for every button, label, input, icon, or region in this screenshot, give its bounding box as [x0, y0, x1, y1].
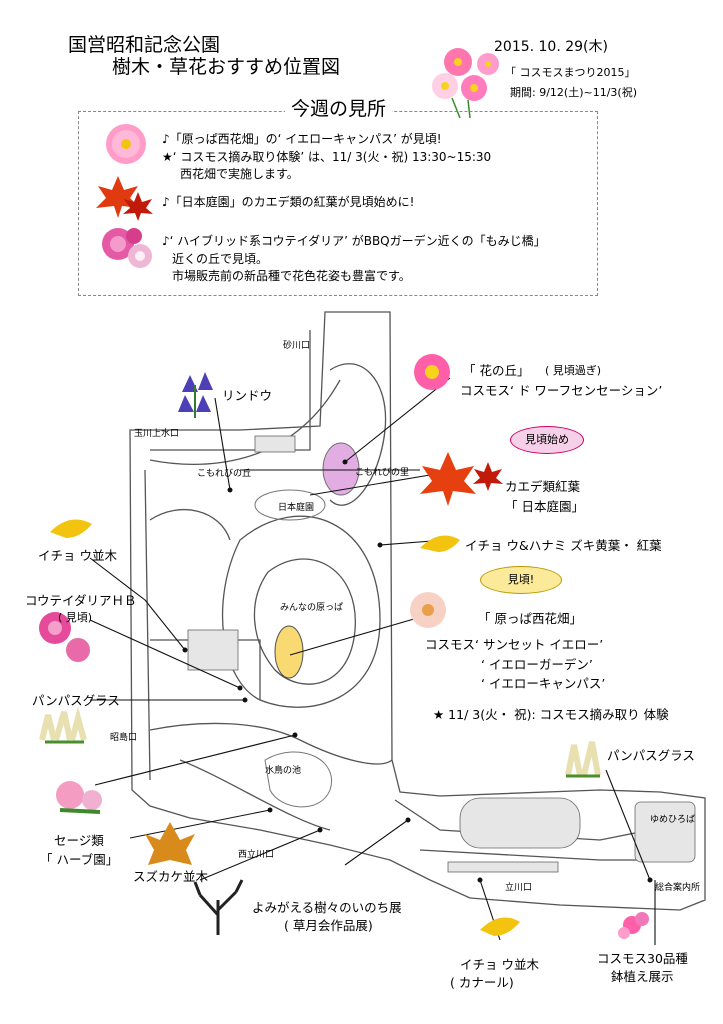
nishi-hanabatake-marker — [274, 625, 304, 679]
place-yume: ゆめひろば — [650, 815, 696, 825]
rindou-icon — [178, 372, 213, 418]
place-tamagawa: 玉川上水口 — [134, 429, 180, 439]
highlights-heading: 今週の見所 — [285, 94, 393, 121]
callout-yomigaeru: よみがえる樹々のいのち展 — [252, 900, 402, 915]
callout-nihon-teien: 「 日本庭園」 — [505, 499, 584, 514]
highlight-item: ♪「日本庭園」のカエデ類の紅葉が見頃始めに! — [162, 195, 415, 209]
cosmos-pots-icon — [618, 912, 649, 939]
callout-icho-namiki: イチョ ウ並木 — [38, 548, 117, 563]
ginkgo-icon — [50, 519, 520, 936]
callout-dahlia: コウテイダリアＨＢ — [25, 593, 137, 608]
event-period: 期間: 9/12(土)~11/3(祝) — [510, 86, 637, 99]
callout-cosmos-yellow-garden: ‘ イエローガーデン’ — [481, 657, 593, 672]
place-info: 総合案内所 — [655, 883, 701, 893]
callout-dahlia-status: ( 見頃) — [58, 611, 93, 624]
callout-canal: ( カナール) — [450, 975, 514, 990]
bare-tree-icon — [193, 879, 244, 935]
title-line-1: 国営昭和記念公園 — [68, 34, 221, 56]
place-nishitachikawa: 西立川口 — [238, 850, 275, 860]
place-kodomo: こもれびの丘 — [197, 469, 252, 479]
place-minna: みんなの原っぱ — [280, 603, 344, 613]
date: 2015. 10. 29(木) — [494, 39, 608, 55]
dahlia-map-icon — [39, 612, 90, 662]
callout-suzukake: スズカケ並木 — [133, 869, 209, 884]
callout-cosmos-sunset: コスモス‘ サンセット イエロー’ — [425, 637, 604, 652]
callout-pampas-right: パンパスグラス — [607, 748, 695, 763]
hananooka-marker — [322, 442, 360, 496]
highlight-item: 近くの丘で見頃。 — [172, 252, 269, 266]
sunset-cosmos-icon — [410, 592, 446, 628]
highlight-item: ♪‘ ハイブリッド系コウテイダリア’ がBBQガーデン近くの「もみじ橋」 — [162, 234, 546, 248]
callout-rindou: リンドウ — [222, 388, 273, 403]
suzukake-leaf-icon — [145, 822, 195, 865]
callout-tsumitori: ★ 11/ 3(火・ 祝): コスモス摘み取り 体験 — [433, 707, 669, 722]
callout-cosmos-yellow-campus: ‘ イエローキャンパス’ — [481, 676, 606, 691]
callout-nishi-hanabatake: 「 原っぱ西花畑」 — [478, 611, 582, 626]
title-line-2: 樹木・草花おすすめ位置図 — [112, 56, 341, 78]
callout-pampas-left: パンパスグラス — [32, 693, 120, 708]
place-nihon-teien: 日本庭園 — [278, 503, 315, 513]
pampas-grass-icon — [39, 706, 601, 778]
sage-icon — [56, 781, 102, 814]
highlight-item: 市場販売前の新品種で花色花姿も豊富です。 — [172, 269, 411, 283]
callout-kaede: カエデ類紅葉 — [505, 479, 581, 494]
callout-cosmos30: コスモス30品種 — [597, 951, 688, 966]
nishi-status-cloud: 見頃! — [480, 566, 562, 594]
callout-icho-canal: イチョ ウ並木 — [460, 957, 539, 972]
callout-sogetsu: ( 草月会作品展) — [284, 918, 373, 933]
place-mizutori: 水鳥の池 — [265, 766, 302, 776]
place-akishima: 昭島口 — [110, 733, 138, 743]
event-name: 「 コスモスまつり2015」 — [505, 66, 636, 79]
highlight-item: ♪「原っぱ西花畑」の‘ イエローキャンパス’ が見頃! — [162, 132, 442, 146]
hananooka-cosmos-icon — [414, 354, 450, 390]
highlight-item: 西花畑で実施します。 — [180, 167, 299, 181]
callout-sage: セージ類 — [54, 833, 104, 848]
kaede-maple-icon — [420, 452, 476, 506]
place-sunagawa: 砂川口 — [283, 341, 311, 351]
callout-hananooka-status: ( 見頃過ぎ) — [545, 364, 602, 377]
place-komorebi-sato: こもれびの里 — [355, 468, 410, 478]
callout-icho-hanamizuki: イチョ ウ&ハナミ ズキ黄葉・ 紅葉 — [465, 538, 662, 553]
callout-hananooka-cosmos: コスモス‘ ド ワーフセンセーション’ — [460, 383, 663, 398]
callout-pot-display: 鉢植え展示 — [611, 969, 674, 984]
kaede-status-cloud: 見頃始め — [510, 426, 584, 454]
place-tachikawa: 立川口 — [505, 883, 533, 893]
callout-hananooka-title: 「 花の丘」 — [463, 363, 530, 378]
highlight-item: ★‘ コスモス摘み取り体験’ は、11/ 3(火・祝) 13:30~15:30 — [162, 150, 492, 164]
callout-herb-garden: 「 ハーブ園」 — [40, 852, 119, 867]
